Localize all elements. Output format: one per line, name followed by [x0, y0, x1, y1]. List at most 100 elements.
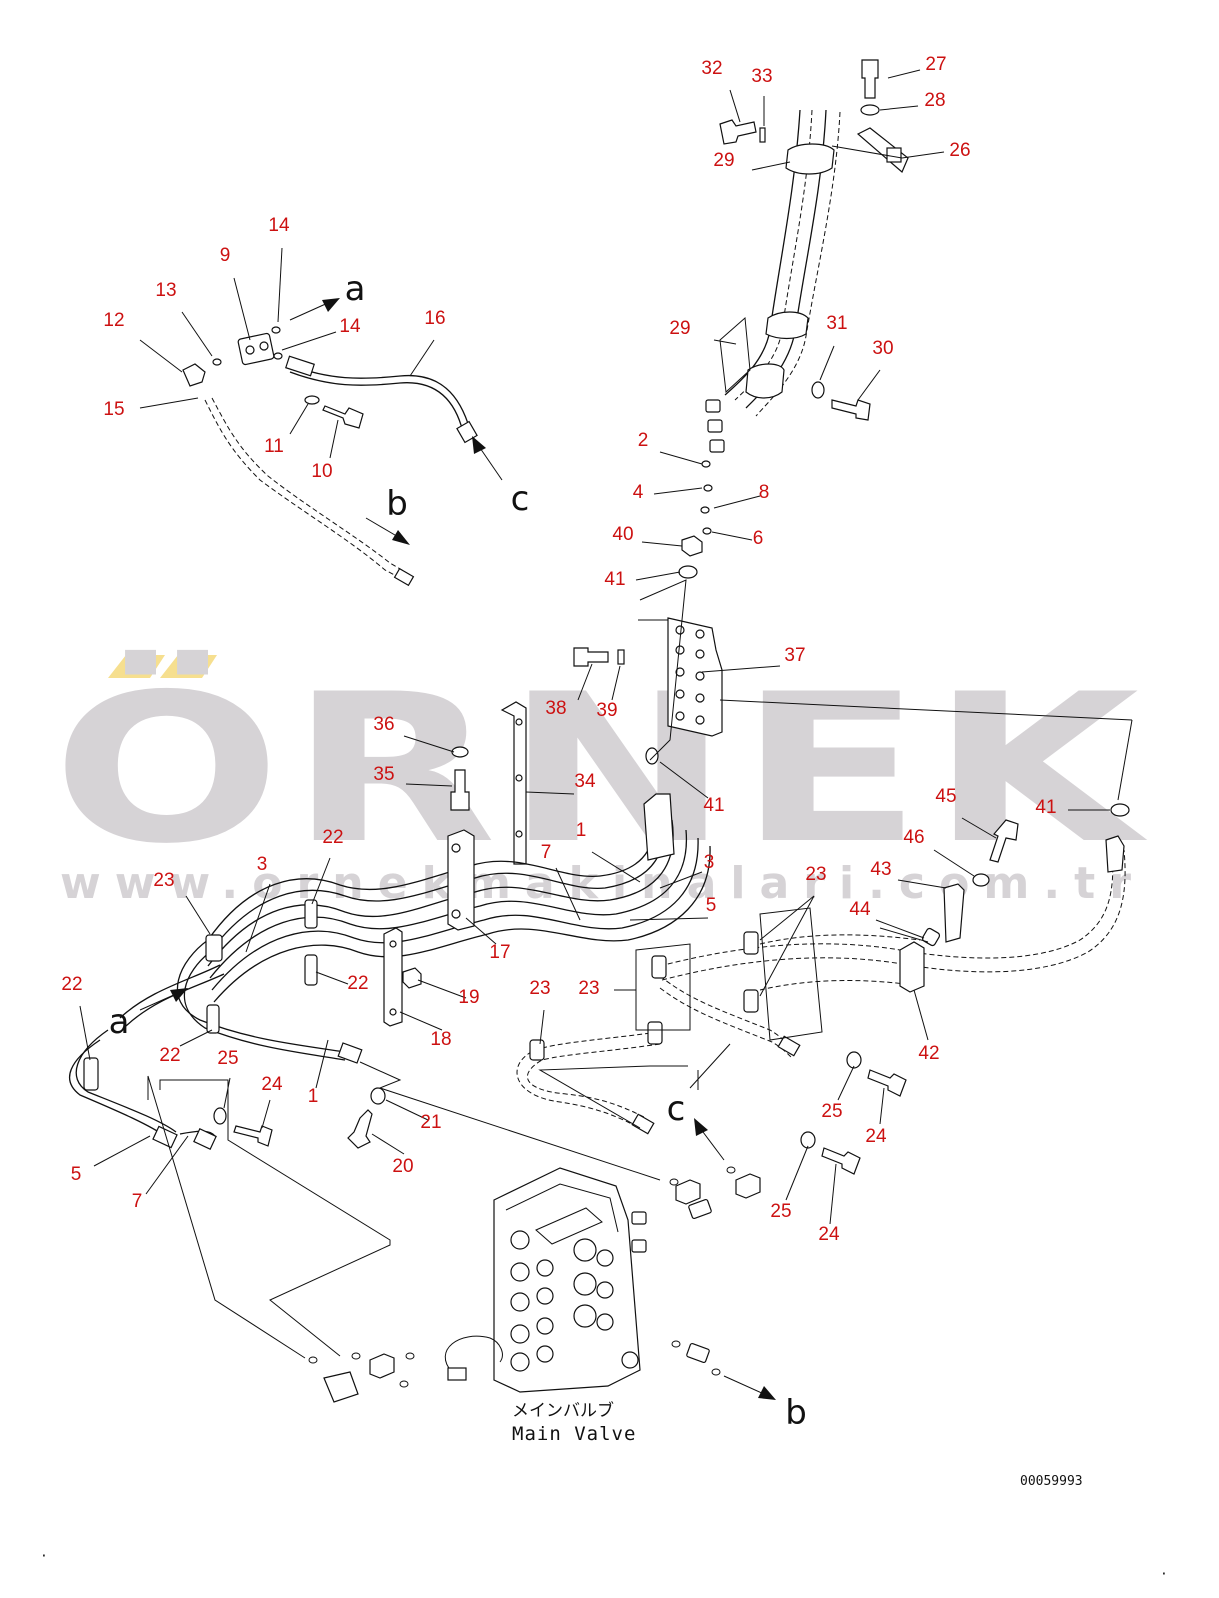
- callout-11: 11: [264, 436, 284, 457]
- callout-24: 24: [261, 1074, 283, 1095]
- bracket-18: [383, 927, 403, 1027]
- callout-29: 29: [669, 318, 690, 339]
- bolt-24-left: [233, 1125, 273, 1147]
- arrow-letter-a: a: [345, 269, 366, 309]
- callout-40: 40: [612, 524, 633, 545]
- upper-left-assembly: [182, 298, 503, 587]
- callout-34: 34: [574, 771, 596, 792]
- callout-28: 28: [924, 90, 945, 111]
- callout-3: 3: [257, 854, 268, 875]
- callout-8: 8: [759, 482, 770, 503]
- callout-22: 22: [159, 1045, 180, 1066]
- callout-24: 24: [865, 1126, 887, 1147]
- bolt-38: [573, 647, 609, 667]
- bolt-32: [719, 119, 757, 145]
- bolt-24-right-upper: [867, 1069, 907, 1097]
- bolt-45: [989, 819, 1019, 863]
- callout-10: 10: [311, 461, 332, 482]
- main-valve[interactable]: メインバルブ Main Valve: [308, 1166, 776, 1445]
- callout-25: 25: [217, 1048, 238, 1069]
- block-9: [237, 332, 275, 366]
- bolt-35: [450, 769, 470, 811]
- callout-20: 20: [392, 1156, 413, 1177]
- callout-23: 23: [153, 870, 174, 891]
- callout-45: 45: [935, 786, 956, 807]
- callout-22: 22: [61, 974, 82, 995]
- callout-41: 41: [1035, 797, 1056, 818]
- dashed-hose-b: [204, 399, 409, 583]
- bracket-43: [943, 883, 965, 943]
- callout-22: 22: [347, 973, 368, 994]
- nut-40: [681, 535, 703, 557]
- main-hose-bundle: [69, 747, 711, 1150]
- callout-29: 29: [713, 150, 734, 171]
- main-valve-label-jp: メインバルブ: [512, 1400, 614, 1421]
- clamp-22: [304, 899, 318, 929]
- bolt-24-right-lower: [821, 1147, 861, 1175]
- fitting: [393, 567, 415, 587]
- callout-44: 44: [849, 899, 871, 920]
- clamp-23: [205, 934, 223, 962]
- callout-23: 23: [805, 864, 826, 885]
- callout-33: 33: [751, 66, 772, 87]
- watermark-accent-right: [160, 655, 217, 678]
- arrow-letter-c: c: [511, 479, 530, 519]
- callout-13: 13: [155, 280, 176, 301]
- watermark: ÖRNEK www.ornekmakinalari.com.tr: [52, 650, 1148, 909]
- block-17: [447, 829, 475, 931]
- clamp-29-top: [785, 143, 835, 175]
- callout-16: 16: [424, 308, 445, 329]
- bolt-30: [831, 399, 871, 421]
- block-42: [899, 941, 925, 993]
- callout-15: 15: [103, 399, 124, 420]
- callout-23: 23: [578, 978, 599, 999]
- callout-14: 14: [268, 215, 290, 236]
- callout-30: 30: [872, 338, 893, 359]
- callout-25: 25: [770, 1201, 791, 1222]
- routing-lines: [147, 579, 1133, 1359]
- upper-right-assembly: [678, 59, 909, 579]
- bolt-20: [347, 1109, 373, 1149]
- callout-26: 26: [949, 140, 970, 161]
- callout-12: 12: [103, 310, 124, 331]
- callout-4: 4: [633, 482, 644, 503]
- callout-37: 37: [784, 645, 805, 666]
- callout-22: 22: [322, 827, 343, 848]
- right-hose-group: [516, 803, 1130, 1175]
- arrow-letter-c: c: [667, 1089, 686, 1129]
- callout-7: 7: [132, 1191, 143, 1212]
- callout-46: 46: [903, 827, 924, 848]
- callout-24: 24: [818, 1224, 840, 1245]
- arrow-letter-b: b: [785, 1393, 807, 1433]
- watermark-accent-left: [108, 655, 165, 678]
- callout-41: 41: [703, 795, 724, 816]
- bolt-10: [322, 405, 364, 429]
- callout-21: 21: [420, 1112, 441, 1133]
- leader-lines: [79, 69, 1110, 1225]
- svg-text:·: ·: [1160, 1567, 1168, 1582]
- callout-38: 38: [545, 698, 566, 719]
- callout-1: 1: [576, 820, 587, 841]
- callout-43: 43: [870, 859, 891, 880]
- callout-23: 23: [529, 978, 550, 999]
- callout-32: 32: [701, 58, 722, 79]
- arrow-letter-b: b: [386, 484, 408, 524]
- arrow-letter-a: a: [109, 1002, 130, 1042]
- watermark-brand: ÖRNEK: [52, 650, 1148, 889]
- elbow-fitting-12: [182, 363, 206, 387]
- callout-35: 35: [373, 764, 394, 785]
- callout-27: 27: [925, 54, 946, 75]
- callout-3: 3: [704, 852, 715, 873]
- callout-9: 9: [220, 245, 231, 266]
- callout-1: 1: [308, 1086, 319, 1107]
- callout-6: 6: [753, 528, 764, 549]
- callout-7: 7: [541, 842, 552, 863]
- callout-41: 41: [604, 569, 625, 590]
- clamp-29-mid: [765, 311, 809, 340]
- callout-25: 25: [821, 1101, 842, 1122]
- callout-18: 18: [430, 1029, 451, 1050]
- callout-39: 39: [596, 700, 617, 721]
- callout-5: 5: [706, 895, 717, 916]
